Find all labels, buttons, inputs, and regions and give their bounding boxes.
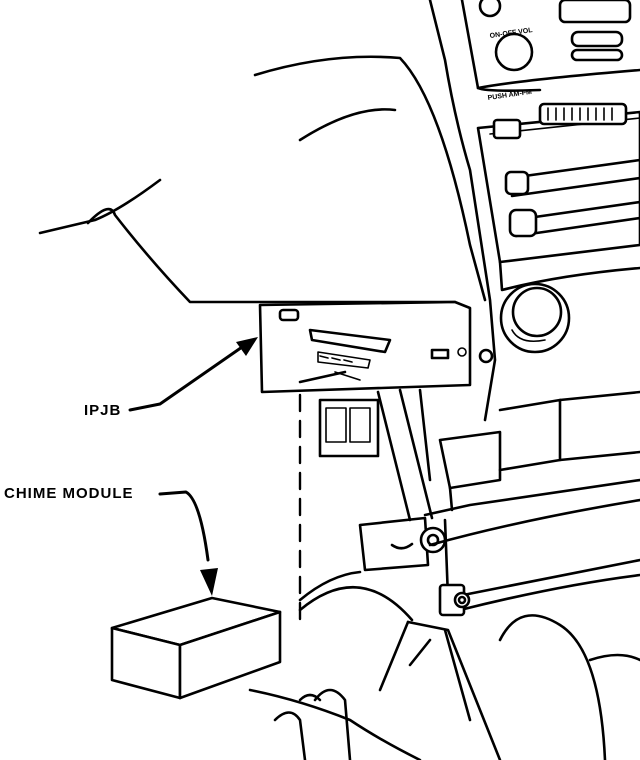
radio-display — [558, 0, 632, 24]
hvac-button — [492, 118, 522, 140]
ipjb-callout-label: IPJB — [84, 402, 122, 419]
ipjb-block — [258, 300, 494, 394]
volume-knob-icon — [494, 32, 534, 72]
ipjb-connector — [430, 348, 450, 360]
ipjb-slot — [278, 308, 300, 322]
lighter-socket — [499, 282, 571, 354]
support-bracket — [318, 388, 640, 617]
temp-lever-knob — [504, 170, 530, 196]
fan-lever-knob — [508, 208, 538, 238]
chime-module-callout-label: CHIME MODULE — [4, 485, 134, 502]
lower-floor — [248, 570, 640, 760]
preset-button — [570, 30, 624, 48]
ipjb-leader-arrow — [128, 337, 258, 412]
mounting-bolt-icon — [419, 526, 447, 554]
tuning-knob-icon — [478, 0, 502, 18]
chime-module-box — [110, 596, 282, 700]
relay-block — [318, 398, 380, 458]
chime-module-leader-arrow — [158, 490, 218, 596]
hvac-slider-track — [538, 102, 628, 126]
preset-button — [570, 48, 624, 62]
dash-panel-outline — [38, 55, 487, 304]
center-console: ON-OFF VOL PUSH AM-FM — [428, 0, 640, 422]
